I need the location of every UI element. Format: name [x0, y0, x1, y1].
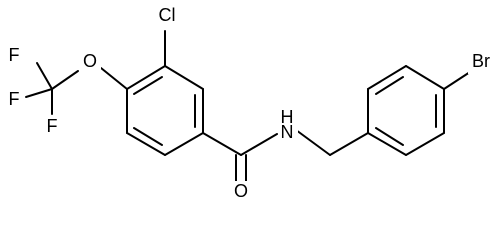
fluorine-atom-2: F	[9, 89, 20, 109]
atom-labels: F F F O Cl O H N Br	[6, 5, 496, 203]
bonds	[25, 30, 471, 183]
ring2-bond-5	[405, 132, 445, 156]
chemical-structure-diagram: F F F O Cl O H N Br	[6, 4, 496, 203]
ring2-bond-6	[367, 132, 407, 156]
ring2-bond-3	[405, 65, 445, 90]
bond-o-ether-ring	[100, 67, 128, 90]
bond-ch2-ring2	[329, 132, 369, 156]
hydrogen-atom-on-nitrogen: H	[281, 107, 294, 127]
fluorine-atom-1: F	[9, 45, 20, 65]
ring1-bond-1	[126, 65, 166, 90]
bond-n-ch2	[295, 129, 331, 156]
ring1-bond-2	[164, 65, 204, 90]
oxygen-atom-ether: O	[83, 51, 97, 71]
bond-ring-br	[443, 71, 471, 90]
ring2-double-3	[375, 127, 404, 146]
bromine-atom: Br	[472, 51, 490, 71]
ring1-bond-4	[164, 132, 204, 156]
nitrogen-atom: N	[281, 122, 294, 142]
bond-c-o-ether	[51, 70, 79, 90]
ring1-bond-5	[126, 132, 166, 156]
ring1-double-1	[133, 76, 163, 95]
ring2-double-1	[375, 76, 404, 95]
fluorine-atom-3: F	[47, 116, 58, 136]
bond-ring-carbonyl	[202, 132, 242, 156]
ring2-bond-2	[367, 65, 407, 90]
ring1-double-3	[133, 127, 163, 146]
bond-c-f2	[25, 88, 53, 98]
oxygen-atom-carbonyl: O	[234, 181, 248, 201]
bond-c-f1	[36, 62, 53, 90]
chlorine-atom: Cl	[159, 5, 176, 25]
bond-carbonyl-n	[240, 133, 278, 156]
